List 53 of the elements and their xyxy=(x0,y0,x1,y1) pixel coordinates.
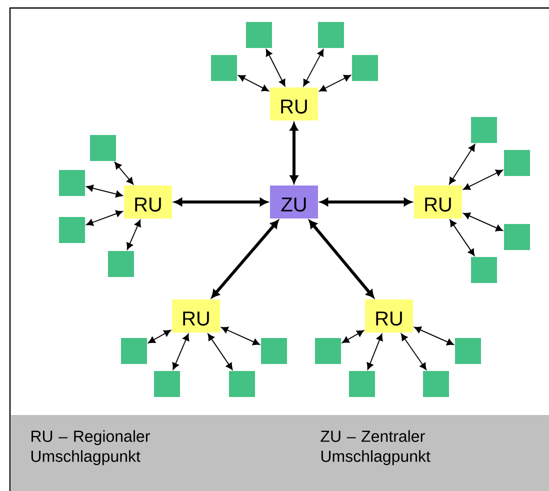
double-arrow xyxy=(319,74,351,92)
double-arrow xyxy=(320,198,412,206)
double-arrow xyxy=(463,170,503,190)
double-arrow xyxy=(114,162,134,185)
legend-text: ZU – Zentraler Umschlagpunkt xyxy=(320,430,430,466)
double-arrow xyxy=(86,210,123,226)
station-square xyxy=(90,135,116,161)
station-square xyxy=(455,338,481,364)
double-arrow xyxy=(400,334,426,370)
double-arrow xyxy=(303,49,324,86)
double-arrow xyxy=(221,326,260,346)
double-arrow xyxy=(211,220,279,298)
double-arrow xyxy=(208,334,233,370)
double-arrow xyxy=(290,122,298,184)
double-arrow xyxy=(450,220,475,256)
double-arrow xyxy=(86,184,123,198)
double-arrow xyxy=(449,144,476,184)
double-arrow xyxy=(148,330,171,344)
station-square xyxy=(108,251,134,277)
double-arrow xyxy=(126,220,141,250)
legend-text: RU – Regionaler Umschlagpunkt xyxy=(31,430,150,466)
station-square xyxy=(352,55,378,81)
regional-box: RU xyxy=(365,300,413,332)
station-square xyxy=(315,338,341,364)
regional-box: RU xyxy=(172,300,220,332)
station-square xyxy=(423,371,449,397)
double-arrow xyxy=(463,212,503,232)
station-square xyxy=(246,22,272,48)
station-square xyxy=(121,338,147,364)
station-square xyxy=(318,22,344,48)
station-square xyxy=(471,117,497,143)
double-arrow xyxy=(414,326,454,346)
regional-box: RU xyxy=(270,88,318,120)
station-square xyxy=(229,371,255,397)
station-square xyxy=(504,150,530,176)
station-square xyxy=(59,170,85,196)
double-arrow xyxy=(174,198,268,206)
double-arrow xyxy=(342,330,364,344)
station-square xyxy=(59,217,85,243)
station-square xyxy=(504,224,530,250)
station-square xyxy=(261,338,287,364)
regional-box: RU xyxy=(414,186,462,218)
double-arrow xyxy=(266,49,286,86)
station-square xyxy=(154,371,180,397)
station-square xyxy=(349,371,375,397)
hub-box: ZU xyxy=(270,186,318,218)
station-square xyxy=(471,257,497,283)
double-arrow xyxy=(308,220,374,298)
station-square xyxy=(211,55,237,81)
double-arrow xyxy=(238,75,269,92)
double-arrow xyxy=(172,334,190,370)
double-arrow xyxy=(366,334,383,370)
regional-box: RU xyxy=(124,186,172,218)
